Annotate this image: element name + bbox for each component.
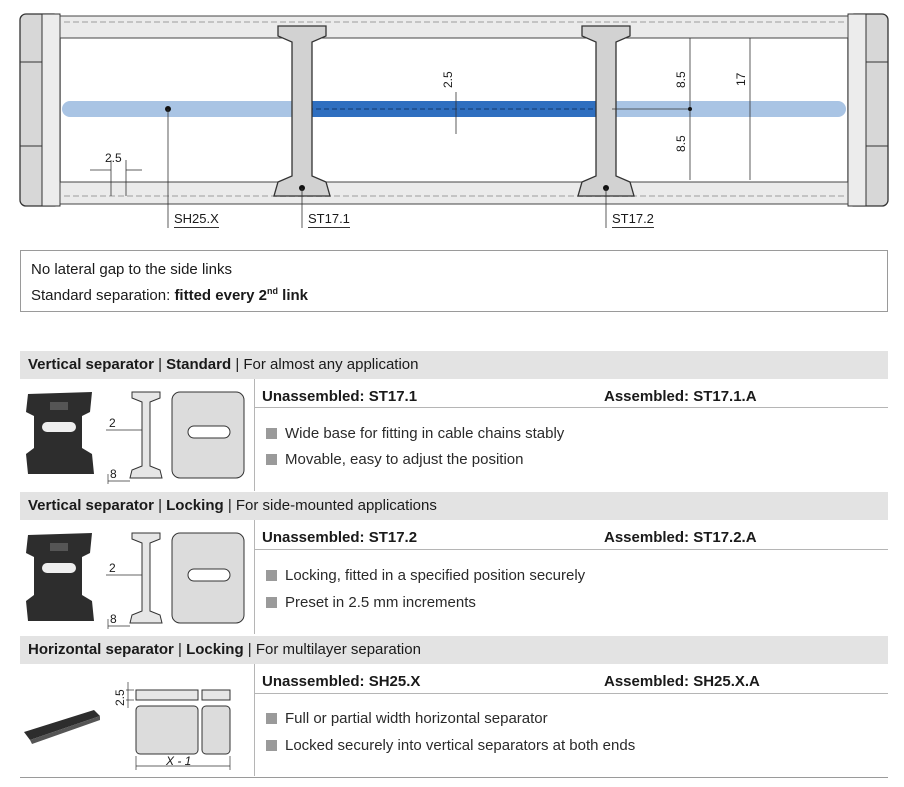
assembled-label: Assembled: SH25.X.A xyxy=(604,673,760,690)
feature-item: Preset in 2.5 mm increments xyxy=(266,594,476,611)
dim-b-label: 8 xyxy=(110,612,117,626)
feature-item: Wide base for fitting in cable chains st… xyxy=(266,425,564,442)
gap-dimension: 2.5 xyxy=(90,151,142,196)
feature-text: Preset in 2.5 mm increments xyxy=(285,594,476,611)
sh25x-photo-icon xyxy=(24,710,100,744)
feature-text: Movable, easy to adjust the position xyxy=(285,451,524,468)
vertical-separator-st17-1 xyxy=(273,25,331,197)
section-purpose: For side-mounted applications xyxy=(235,497,437,514)
note-box: No lateral gap to the side links Standar… xyxy=(20,250,888,312)
unassembled-label: Unassembled: ST17.1 xyxy=(262,388,418,405)
st17-1-profile-drawing: 2 8 xyxy=(106,391,163,484)
section-kind: Horizontal separator xyxy=(28,641,174,658)
svg-text:17: 17 xyxy=(734,72,748,86)
bottom-crossbar xyxy=(59,181,849,205)
dim-a-label: 2 xyxy=(109,561,116,575)
separator: | xyxy=(223,497,236,514)
separator: | xyxy=(153,356,167,373)
section-purpose: For multilayer separation xyxy=(255,641,421,658)
sh25x-top-drawing: 2.5 xyxy=(113,682,231,708)
bullet-square-icon xyxy=(266,570,277,581)
svg-text:2.5: 2.5 xyxy=(105,151,122,165)
cell-divider xyxy=(254,379,255,491)
st17-2-front-drawing xyxy=(171,532,245,624)
feature-text: Locking, fitted in a specified position … xyxy=(285,567,586,584)
note-bold: fitted every 2 xyxy=(174,287,267,304)
dim-b-label: X - 1 xyxy=(165,754,191,768)
row-divider xyxy=(254,693,888,694)
note-sup: nd xyxy=(266,286,278,296)
feature-item: Locking, fitted in a specified position … xyxy=(266,567,585,584)
section-variant: Standard xyxy=(166,356,232,373)
assembled-label: Assembled: ST17.2.A xyxy=(604,529,757,546)
feature-text: Full or partial width horizontal separat… xyxy=(285,710,548,727)
callout-sh25x: SH25.X xyxy=(174,211,219,228)
feature-item: Locked securely into vertical separators… xyxy=(266,737,635,754)
section-header-locking: Vertical separator | Locking | For side-… xyxy=(20,492,888,520)
st17-2-profile-drawing: 2 8 xyxy=(106,532,163,629)
section-variant: Locking xyxy=(166,497,224,514)
callout-leaders xyxy=(165,106,609,228)
vertical-separator-st17-2 xyxy=(577,25,635,197)
svg-text:8.5: 8.5 xyxy=(674,71,688,88)
section-kind: Vertical separator xyxy=(28,356,154,373)
section-kind: Vertical separator xyxy=(28,497,154,514)
bullet-square-icon xyxy=(266,597,277,608)
st17-1-front-drawing xyxy=(171,391,245,479)
section-header-horizontal: Horizontal separator | Locking | For mul… xyxy=(20,636,888,664)
note-line-1: No lateral gap to the side links xyxy=(31,261,232,278)
callout-st17-2: ST17.2 xyxy=(612,211,654,228)
note-prefix: Standard separation: xyxy=(31,287,175,304)
separator: | xyxy=(231,356,244,373)
st17-1-product-drawings: 2 8 xyxy=(26,391,245,484)
assembled-label: Assembled: ST17.1.A xyxy=(604,388,757,405)
row-divider xyxy=(254,407,888,408)
bullet-square-icon xyxy=(266,454,277,465)
cable-chain-cross-section-diagram: 2.5 2.5 8.5 8.5 17 xyxy=(19,13,889,228)
st17-2-product-drawings: 2 8 xyxy=(26,532,245,629)
row-divider xyxy=(254,549,888,550)
dim-a-label: 2 xyxy=(109,416,116,430)
st17-1-photo-icon xyxy=(26,392,94,474)
svg-text:8.5: 8.5 xyxy=(674,135,688,152)
unassembled-label: Unassembled: ST17.2 xyxy=(262,529,418,546)
section-variant: Locking xyxy=(186,641,244,658)
separator: | xyxy=(173,641,187,658)
sh25x-plan-drawing: X - 1 xyxy=(135,705,231,770)
left-side-link xyxy=(19,13,61,207)
feature-item: Full or partial width horizontal separat… xyxy=(266,710,548,727)
section-header-standard: Vertical separator | Standard | For almo… xyxy=(20,351,888,379)
note-line-2: Standard separation: fitted every 2nd li… xyxy=(31,286,308,304)
note-suffix: link xyxy=(277,287,308,304)
svg-text:2.5: 2.5 xyxy=(441,71,455,88)
separator: | xyxy=(243,641,256,658)
st17-2-photo-icon xyxy=(26,533,94,621)
cell-divider xyxy=(254,664,255,776)
unassembled-label: Unassembled: SH25.X xyxy=(262,673,421,690)
feature-text: Locked securely into vertical separators… xyxy=(285,737,636,754)
feature-text: Wide base for fitting in cable chains st… xyxy=(285,425,565,442)
sh25x-product-drawings: 2.5 X - 1 xyxy=(24,682,231,770)
section-purpose: For almost any application xyxy=(243,356,419,373)
cell-divider xyxy=(254,520,255,634)
callout-st17-1: ST17.1 xyxy=(308,211,350,228)
bullet-square-icon xyxy=(266,740,277,751)
dim-b-label: 8 xyxy=(110,467,117,481)
bar-thickness-dimension: 2.5 xyxy=(441,71,457,134)
height-dimensions: 8.5 8.5 17 xyxy=(612,38,751,180)
right-side-link xyxy=(847,13,889,207)
bullet-square-icon xyxy=(266,428,277,439)
top-crossbar xyxy=(59,15,849,39)
dim-a-label: 2.5 xyxy=(113,689,127,706)
bottom-rule xyxy=(20,777,888,778)
separator: | xyxy=(153,497,167,514)
feature-item: Movable, easy to adjust the position xyxy=(266,451,523,468)
bullet-square-icon xyxy=(266,713,277,724)
